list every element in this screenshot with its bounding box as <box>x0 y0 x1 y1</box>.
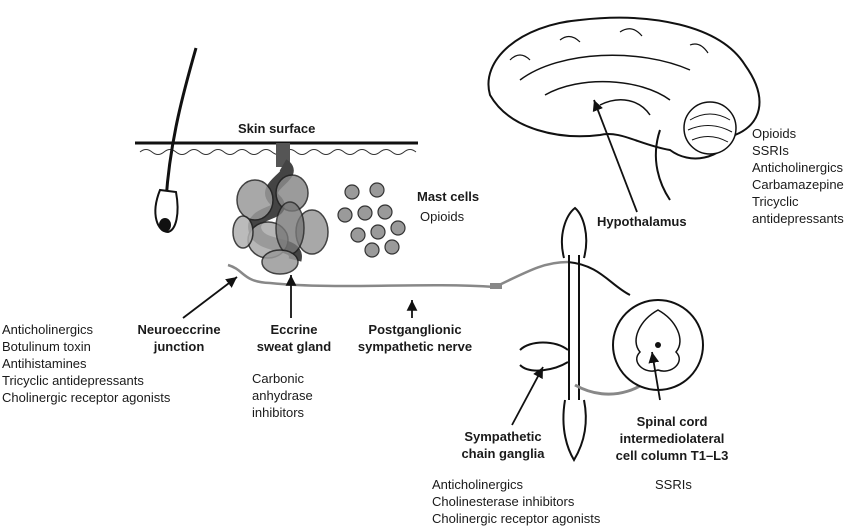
brain-sagittal <box>487 16 761 201</box>
mast-cells <box>337 182 406 258</box>
sympathetic-chain-ganglia-label: Sympathetic chain ganglia <box>461 429 545 461</box>
hypothalamus-label: Hypothalamus <box>597 214 687 229</box>
mast-cells-label: Mast cells <box>417 189 480 204</box>
spinal-cord-label: Spinal cord intermediolateral cell colum… <box>615 414 729 463</box>
pointer-arrows <box>182 99 661 426</box>
hypothalamus-drugs: Opioids SSRIs Anticholinergics Carbamaze… <box>752 126 844 226</box>
eccrine-sweat-gland-drugs: Carbonic anhydrase inhibitors <box>252 371 313 420</box>
spinal-cord-drugs: SSRIs <box>655 477 692 492</box>
neuroeccrine-junction-label: Neuroeccrine junction <box>137 322 221 354</box>
eccrine-sweat-gland-label: Eccrine sweat gland <box>256 322 332 354</box>
spinal-cord-section <box>612 299 704 391</box>
eccrine-sweat-gland-coil <box>232 143 329 275</box>
mast-cells-drugs: Opioids <box>420 209 465 224</box>
postganglionic-nerve-label: Postganglionic sympathetic nerve <box>357 322 473 354</box>
skin-surface-label: Skin surface <box>238 121 316 136</box>
postganglionic-nerve-fiber <box>227 260 569 289</box>
sympathetic-chain <box>519 206 667 462</box>
sympathetic-chain-ganglia-drugs: Anticholinergics Cholinesterase inhibito… <box>432 477 601 526</box>
neuroeccrine-junction-drugs: Anticholinergics Botulinum toxin Antihis… <box>2 322 171 405</box>
hair-follicle <box>154 47 198 234</box>
